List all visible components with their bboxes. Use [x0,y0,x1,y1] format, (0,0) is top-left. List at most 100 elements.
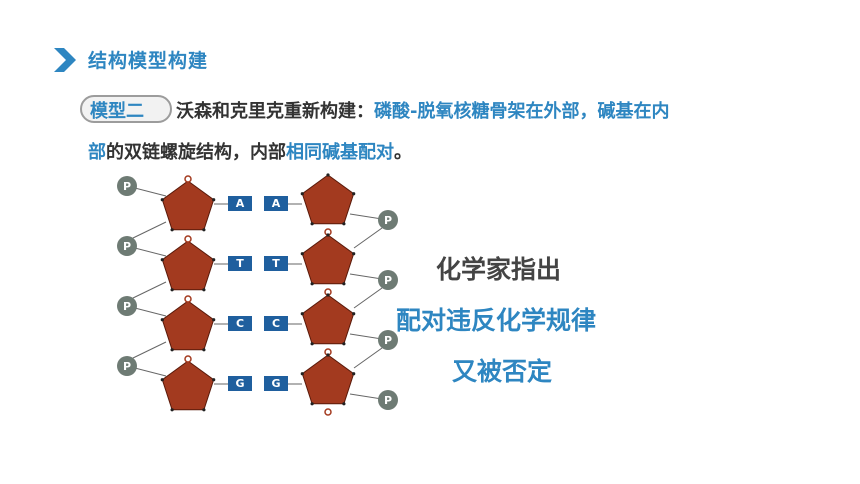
hydroxyl-left [184,355,192,363]
backbone-link [353,287,383,309]
deoxyribose-left-1 [161,240,215,291]
vertex-dot [202,348,206,352]
line1-prefix: 沃森和克里克重新构建： [176,101,374,122]
vertex-dot [326,233,330,237]
description-line-2: 部的双链螺旋结构，内部相同碱基配对。 [88,138,412,164]
base-left-3 [228,376,252,391]
base-left-label: T [236,257,244,270]
vertex-dot [202,288,206,292]
phosphate-right-0 [378,210,398,230]
vertex-dot [310,342,314,346]
vertex-dot [326,173,330,177]
base-left-0 [228,196,252,211]
phosphate-label: P [123,300,131,313]
vertex-dot [212,258,216,262]
vertex-dot [300,372,304,376]
base-left-1 [228,256,252,271]
phosphate-left-1 [117,236,137,256]
vertex-dot [352,312,356,316]
deoxyribose-left-2 [161,300,215,351]
vertex-dot [300,312,304,316]
vertex-dot [342,342,346,346]
vertex-dot [352,252,356,256]
hydroxyl-left [184,175,192,183]
vertex-dot [310,282,314,286]
deoxyribose-left-3 [161,360,215,411]
hydroxyl-left [184,295,192,303]
backbone-link [132,221,167,239]
vertex-dot [160,318,164,322]
vertex-dot [342,282,346,286]
backbone-link [132,341,167,359]
hydroxyl-right [324,408,332,416]
phosphate-label: P [384,214,392,227]
hydroxyl-left [184,235,192,243]
phosphate-left-3 [117,356,137,376]
vertex-dot [212,198,216,202]
base-left-label: G [235,377,244,390]
vertex-dot [300,192,304,196]
backbone-link [353,227,383,249]
backbone-link [132,281,167,299]
base-right-label: C [272,317,280,330]
base-right-0 [264,196,288,211]
base-right-label: G [271,377,280,390]
note-rejected: 又被否定 [452,357,553,386]
vertex-dot [160,198,164,202]
deoxyribose-left-0 [161,180,215,231]
vertex-dot [202,228,206,232]
phosphate-right-2 [378,330,398,350]
vertex-dot [326,353,330,357]
phosphate-label: P [384,274,392,287]
line2-highlight-a: 部 [88,142,106,163]
vertex-dot [160,258,164,262]
note-chemists: 化学家指出 [436,255,562,284]
base-left-label: A [236,197,245,210]
vertex-dot [310,402,314,406]
chevron-right-icon [54,48,76,72]
vertex-dot [202,408,206,412]
phosphate-label: P [123,180,131,193]
vertex-dot [326,293,330,297]
note-violation: 配对违反化学规律 [396,306,597,335]
vertex-dot [310,222,314,226]
phosphate-label: P [384,334,392,347]
vertex-dot [160,378,164,382]
phosphate-right-3 [378,390,398,410]
vertex-dot [352,192,356,196]
base-left-label: C [236,317,244,330]
line2-end: 。 [394,142,412,163]
base-right-label: T [272,257,280,270]
deoxyribose-right-3 [301,354,355,405]
model-tag: 模型二 [90,101,144,122]
vertex-dot [170,228,174,232]
line2-mid: 的双链螺旋结构，内部 [106,142,286,163]
base-right-1 [264,256,288,271]
vertex-dot [300,252,304,256]
phosphate-left-2 [117,296,137,316]
model-tag-box [80,95,172,123]
phosphate-label: P [123,360,131,373]
deoxyribose-right-2 [301,294,355,345]
description-line-1: 沃森和克里克重新构建：磷酸-脱氧核糖骨架在外部，碱基在内 [176,97,669,123]
backbone-link [353,347,383,369]
vertex-dot [170,288,174,292]
phosphate-left-0 [117,176,137,196]
vertex-dot [170,348,174,352]
vertex-dot [212,378,216,382]
vertex-dot [342,222,346,226]
line2-highlight-b: 相同碱基配对 [286,142,394,163]
vertex-dot [212,318,216,322]
deoxyribose-right-1 [301,234,355,285]
section-title: 结构模型构建 [88,50,209,72]
vertex-dot [342,402,346,406]
base-right-3 [264,376,288,391]
vertex-dot [170,408,174,412]
line1-highlight: 磷酸-脱氧核糖骨架在外部，碱基在内 [374,101,670,122]
base-right-2 [264,316,288,331]
phosphate-right-1 [378,270,398,290]
phosphate-label: P [123,240,131,253]
vertex-dot [352,372,356,376]
phosphate-label: P [384,394,392,407]
